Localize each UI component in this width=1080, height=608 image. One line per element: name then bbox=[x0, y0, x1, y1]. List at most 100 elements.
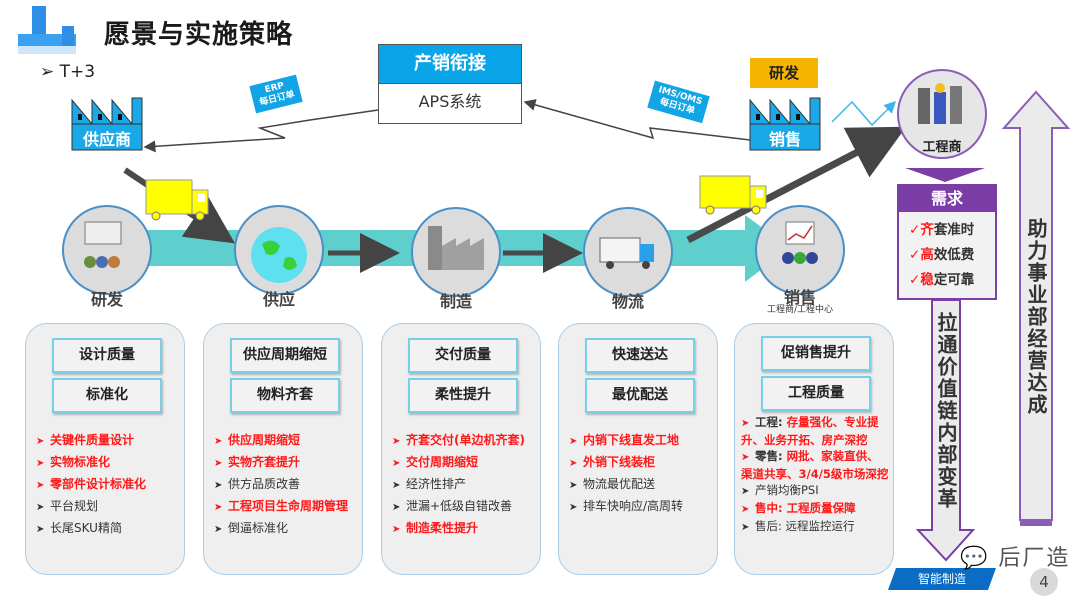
bullet-list: ➤齐套交付(单边机齐套)➤交付周期缩短➤经济性排产➤泄漏+低级自错改善➤制造柔性… bbox=[392, 430, 536, 540]
truck-icon bbox=[699, 175, 767, 215]
bullet-arrow-icon: ➤ bbox=[36, 458, 45, 469]
bullet-arrow-icon: ➤ bbox=[392, 458, 401, 469]
bullet-item: ➤齐套交付(单边机齐套) bbox=[392, 430, 536, 452]
bullet-prefix: 工程: bbox=[755, 415, 787, 429]
key-box: 标准化 bbox=[52, 378, 162, 413]
bullet-item: ➤ 排车快响应/高周转 bbox=[569, 496, 713, 518]
bullet-text: 零部件设计标准化 bbox=[50, 477, 147, 491]
demand-box: 需求 ✓齐套准时 ✓高效低费 ✓稳定可靠 bbox=[897, 184, 997, 300]
bullet-item: ➤产销均衡PSI bbox=[741, 482, 889, 500]
demand-item-rest: 套准时 bbox=[933, 222, 975, 238]
bullet-text: 经济性排产 bbox=[406, 477, 467, 491]
bullet-text: 供方品质改善 bbox=[228, 477, 301, 491]
bullet-item: ➤ 工程项目生命周期管理 bbox=[214, 496, 358, 518]
bullet-arrow-icon: ➤ bbox=[214, 502, 223, 513]
key-box: 快速送达 bbox=[585, 338, 695, 373]
bullet-item: ➤倒逼标准化 bbox=[214, 518, 358, 540]
factory-icon bbox=[71, 97, 143, 151]
check-icon: ✓ bbox=[909, 247, 921, 263]
demand-down-arrow bbox=[905, 168, 985, 182]
page-number: 4 bbox=[1030, 568, 1058, 596]
key-box: 交付质量 bbox=[408, 338, 518, 373]
bullet-text: 工程项目生命周期管理 bbox=[228, 499, 349, 513]
bullet-item: ➤制造柔性提升 bbox=[392, 518, 536, 540]
supplier-label: 供应商 bbox=[82, 130, 131, 149]
bullet-arrow-icon: ➤ bbox=[392, 524, 401, 535]
bullet-text: 平台规划 bbox=[50, 499, 99, 513]
watermark: 💬 后厂造 bbox=[960, 540, 1070, 572]
bullet-arrow-icon: ➤ bbox=[569, 480, 578, 491]
demand-item-first: 齐 bbox=[920, 222, 934, 238]
bullet-item: ➤ 售后: 远程监控运行 bbox=[741, 518, 889, 536]
sales-team-icon bbox=[782, 221, 818, 264]
bullet-item: ➤供应周期缩短 bbox=[214, 430, 358, 452]
achieve-up-arrow bbox=[1001, 90, 1071, 521]
check-icon: ✓ bbox=[909, 222, 921, 238]
ims-link-line bbox=[523, 99, 751, 141]
card-sales: 促销售提升 工程质量 ➤工程: 存量强化、专业提升、业务开拓、房产深挖➤零售: … bbox=[734, 323, 894, 575]
bullet-arrow-icon: ➤ bbox=[741, 522, 750, 533]
bullet-item: ➤ 交付周期缩短 bbox=[392, 452, 536, 474]
demand-title: 需求 bbox=[899, 186, 995, 212]
demand-item: ✓齐套准时 bbox=[899, 218, 995, 243]
globe-trade-icon bbox=[251, 227, 307, 283]
card-manufacture: 交付质量 柔性提升 ➤齐套交付(单边机齐套)➤交付周期缩短➤经济性排产➤泄漏+低… bbox=[381, 323, 541, 575]
demand-item: ✓稳定可靠 bbox=[899, 268, 995, 293]
bullet-text: 外销下线装柜 bbox=[583, 455, 656, 469]
bullet-item: ➤关键件质量设计 bbox=[36, 430, 180, 452]
achieve-text: 助力事业部经营达成 bbox=[1024, 218, 1048, 416]
factory-icon bbox=[428, 226, 484, 270]
bullet-prefix: 零售: bbox=[755, 449, 787, 463]
bullet-item: ➤ 供方品质改善 bbox=[214, 474, 358, 496]
presentation-icon bbox=[84, 221, 122, 268]
bullet-text: 售后: 远程监控运行 bbox=[755, 519, 855, 533]
stage-label-rd: 研发 bbox=[90, 290, 123, 309]
bullet-text: 实物齐套提升 bbox=[228, 455, 301, 469]
page-title: 愿景与实施策略 bbox=[104, 20, 294, 50]
engineer-label: 工程商 bbox=[922, 140, 962, 155]
wechat-icon: 💬 bbox=[960, 546, 990, 571]
rd-stage-circle bbox=[62, 205, 152, 295]
bullet-arrow-icon: ➤ bbox=[214, 480, 223, 491]
bullet-item: ➤售中: 工程质量保障 bbox=[741, 500, 889, 518]
bullet-text: 长尾SKU精简 bbox=[50, 521, 122, 535]
bullet-arrow-icon: ➢ bbox=[40, 62, 55, 82]
logo-icon bbox=[18, 6, 76, 54]
bullet-item: ➤ 内销下线直发工地 bbox=[569, 430, 713, 452]
truck-icon bbox=[599, 237, 654, 269]
bullet-item: ➤长尾SKU精简 bbox=[36, 518, 180, 540]
sales-stage-circle bbox=[755, 205, 845, 295]
bullet-text: 内销下线直发工地 bbox=[583, 433, 680, 447]
bullet-list: ➤内销下线直发工地➤外销下线装柜➤物流最优配送➤排车快响应/高周转 bbox=[569, 430, 713, 518]
bullet-text: 交付周期缩短 bbox=[406, 455, 479, 469]
card-rd: 设计质量 标准化 ➤关键件质量设计➤实物标准化➤零部件设计标准化➤平台规划➤长尾… bbox=[25, 323, 185, 575]
bullet-list: ➤供应周期缩短➤实物齐套提升➤供方品质改善➤工程项目生命周期管理➤倒逼标准化 bbox=[214, 430, 358, 540]
demand-item-first: 高 bbox=[920, 247, 934, 263]
bullet-list: ➤工程: 存量强化、专业提升、业务开拓、房产深挖➤零售: 网批、家装直供、渠道共… bbox=[741, 414, 889, 536]
bullet-item: ➤ 外销下线装柜 bbox=[569, 452, 713, 474]
sales-factory: 销售 bbox=[748, 96, 824, 152]
stage-label-supply: 供应 bbox=[262, 290, 295, 309]
demand-item-rest: 效低费 bbox=[933, 247, 975, 263]
bullet-arrow-icon: ➤ bbox=[36, 502, 45, 513]
demand-item-first: 稳 bbox=[920, 272, 934, 288]
key-box: 最优配送 bbox=[585, 378, 695, 413]
bullet-item: ➤实物标准化 bbox=[36, 452, 180, 474]
bullet-arrow-icon: ➤ bbox=[36, 480, 45, 491]
stage-sub-sales: 工程商/工程中心 bbox=[766, 305, 834, 315]
bullet-text: 排车快响应/高周转 bbox=[583, 499, 684, 513]
card-logistics: 快速送达 最优配送 ➤内销下线直发工地➤外销下线装柜➤物流最优配送➤排车快响应/… bbox=[558, 323, 718, 575]
bullet-list: ➤关键件质量设计➤实物标准化➤零部件设计标准化➤平台规划➤长尾SKU精简 bbox=[36, 430, 180, 540]
key-box: 工程质量 bbox=[761, 376, 871, 411]
aps-system: APS系统 bbox=[418, 92, 482, 111]
bullet-arrow-icon: ➤ bbox=[569, 436, 578, 447]
aps-box: 产销衔接 APS系统 bbox=[378, 44, 522, 124]
transform-text: 拉通价值链内部变革 bbox=[934, 312, 958, 510]
bullet-arrow-icon: ➤ bbox=[569, 458, 578, 469]
card-supply: 供应周期缩短 物料齐套 ➤供应周期缩短➤实物齐套提升➤供方品质改善➤工程项目生命… bbox=[203, 323, 363, 575]
bullet-arrow-icon: ➤ bbox=[569, 502, 578, 513]
bullet-item: ➤工程: 存量强化、专业提升、业务开拓、房产深挖 bbox=[741, 414, 889, 448]
bullet-text: 泄漏+低级自错改善 bbox=[406, 499, 513, 513]
bullet-text: 产销均衡PSI bbox=[755, 483, 819, 497]
